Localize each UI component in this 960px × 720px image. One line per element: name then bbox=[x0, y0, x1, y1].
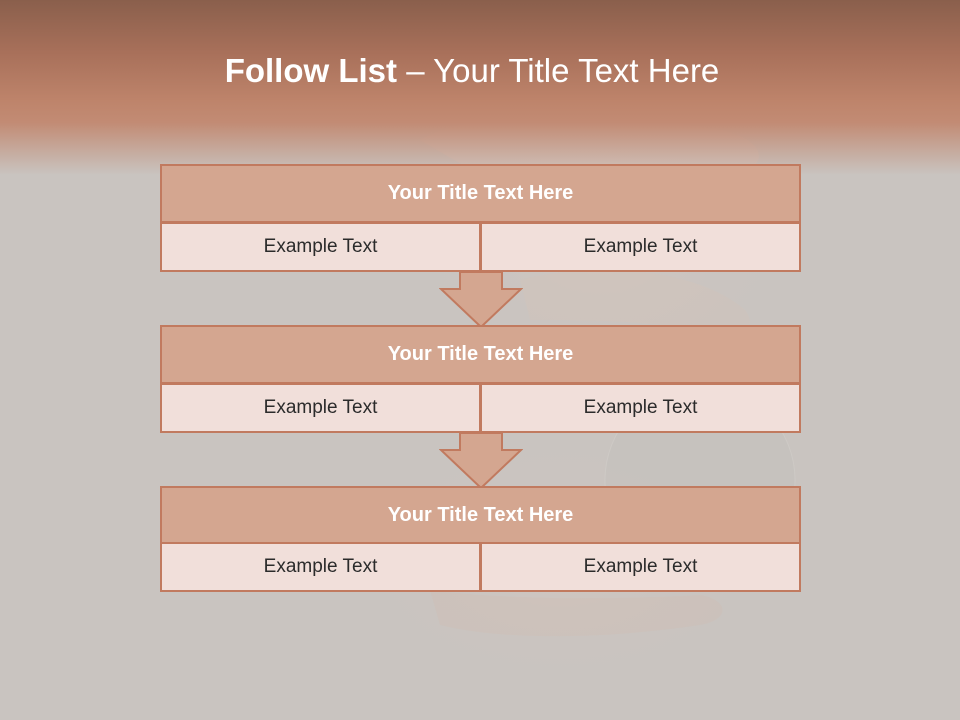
header-band bbox=[0, 0, 960, 175]
block-title: Your Title Text Here bbox=[160, 325, 801, 384]
slide-title-bold: Follow List bbox=[224, 52, 398, 89]
block-right-text: Example Text bbox=[480, 383, 801, 433]
block-title: Your Title Text Here bbox=[160, 164, 801, 223]
list-block-1: Your Title Text Here Example Text Exampl… bbox=[160, 164, 801, 272]
block-left-text: Example Text bbox=[160, 542, 481, 592]
block-right-text: Example Text bbox=[480, 222, 801, 272]
list-block-2: Your Title Text Here Example Text Exampl… bbox=[160, 325, 801, 433]
list-block-3: Your Title Text Here Example Text Exampl… bbox=[160, 486, 801, 592]
block-title: Your Title Text Here bbox=[160, 486, 801, 545]
down-arrow-icon bbox=[439, 432, 523, 490]
block-left-text: Example Text bbox=[160, 383, 481, 433]
slide-title-rest: – Your Title Text Here bbox=[397, 52, 720, 89]
down-arrow-icon bbox=[439, 271, 523, 329]
block-right-text: Example Text bbox=[480, 542, 801, 592]
block-left-text: Example Text bbox=[160, 222, 481, 272]
slide-title: Follow List – Your Title Text Here bbox=[0, 52, 944, 90]
